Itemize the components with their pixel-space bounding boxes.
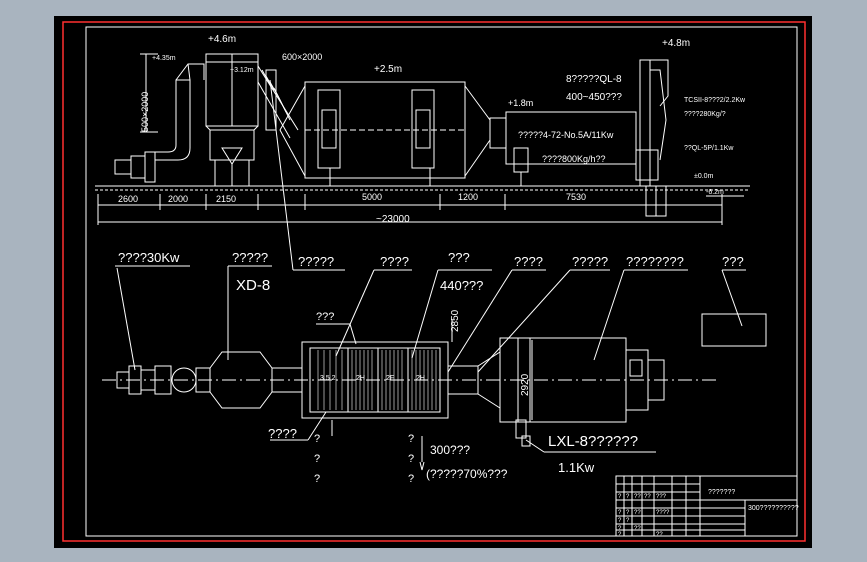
label-flow: 300??? <box>430 443 470 457</box>
drawing-lines <box>95 53 798 537</box>
elev-3-12: +3.12m <box>230 67 254 74</box>
label-chamber: ???? <box>380 254 409 269</box>
label-tank: ??? <box>722 254 744 269</box>
label-motor: ????30Kw <box>118 250 180 265</box>
tb-cell-14: ?? <box>656 532 663 538</box>
tb-cell-6: ? <box>626 510 630 516</box>
sheet-border-red <box>62 21 806 542</box>
zone-1: 3.5 2 <box>320 375 336 382</box>
tb-cell-2: ?? <box>634 494 641 500</box>
elev-2-5: +2.5m <box>374 64 402 75</box>
tb-cell-1: ? <box>626 494 630 500</box>
dim-5000: 5000 <box>362 192 382 202</box>
label-q4: ? <box>408 433 414 445</box>
zone-4: 2H <box>416 375 425 382</box>
tb-cell-13: ? <box>618 532 622 538</box>
label-xd-model: XD-8 <box>236 277 270 294</box>
dim-total: ~23000 <box>376 214 410 225</box>
elev-0-0: ±0.0m <box>694 173 714 180</box>
tb-cell-12: ?? <box>634 526 641 532</box>
tb-cell-10: ? <box>626 518 630 524</box>
label-q5: ? <box>408 453 414 465</box>
label-flow-note: (?????70%??? <box>426 467 508 481</box>
label-lxl-power: 1.1Kw <box>558 460 595 475</box>
dim-2600: 2600 <box>118 194 138 204</box>
elev-4-35: +4.35m <box>152 55 176 62</box>
dim-1200: 1200 <box>458 192 478 202</box>
label-q2: ? <box>314 453 320 465</box>
tb-cell-3: ?? <box>644 494 651 500</box>
label-q3: ? <box>314 473 320 485</box>
elev-4-6: +4.6m <box>208 34 236 45</box>
drive-label: ??QL-5P/1.1Kw <box>684 145 734 152</box>
zone-2: 2H <box>356 375 365 382</box>
dim-2850: 2850 <box>450 309 461 332</box>
label-q6: ? <box>408 473 414 485</box>
label-hopper: ????? <box>572 254 608 269</box>
drawing-sheet <box>54 16 812 548</box>
tb-cell-4: ??? <box>656 494 667 500</box>
label-base: ???? <box>268 426 297 441</box>
machine-capacity: 400~450??? <box>566 92 622 103</box>
label-silo: ???????? <box>626 254 684 269</box>
label-duct: ????? <box>298 254 334 269</box>
title-block-right: 300?????????? <box>748 505 799 512</box>
label-ratio-val: 440??? <box>440 278 483 293</box>
elev-1-8: +1.8m <box>508 98 533 108</box>
elev-neg-6-2: -6.2m <box>706 189 724 196</box>
conveyor-label: TCSII-8???2/2.2Kw <box>684 97 746 104</box>
tb-cell-8: ???? <box>656 510 670 516</box>
dim-2920: 2920 <box>520 373 531 396</box>
machine-name: 8?????QL-8 <box>566 74 622 85</box>
fan-label: ?????4-72-No.5A/11Kw <box>518 130 614 140</box>
zone-3: 2F <box>386 375 394 382</box>
label-separator: ???? <box>514 254 543 269</box>
duct-600: 600×2000 <box>282 52 322 62</box>
tb-cell-5: ? <box>618 510 622 516</box>
conveyor-capacity: ????280Kg/? <box>684 111 726 118</box>
dim-7530: 7530 <box>566 192 586 202</box>
tb-cell-9: ? <box>618 518 622 524</box>
tb-cell-11: ? <box>618 526 622 532</box>
fan-capacity: ????800Kg/h?? <box>542 154 606 164</box>
elev-4-8: +4.8m <box>662 38 690 49</box>
tb-cell-7: ?? <box>634 510 641 516</box>
sheet-border-inner <box>85 26 798 537</box>
label-lxl: LXL-8?????? <box>548 433 638 450</box>
label-xd-code: ????? <box>232 250 268 265</box>
dim-2150: 2150 <box>216 194 236 204</box>
label-q1: ? <box>314 433 320 445</box>
label-ratio: ??? <box>448 250 470 265</box>
dim-2000: 2000 <box>168 194 188 204</box>
duct-500: 500×2000 <box>140 92 150 132</box>
title-block-center: ??????? <box>708 489 735 496</box>
label-frame: ??? <box>316 311 334 323</box>
tb-cell-0: ? <box>618 494 622 500</box>
